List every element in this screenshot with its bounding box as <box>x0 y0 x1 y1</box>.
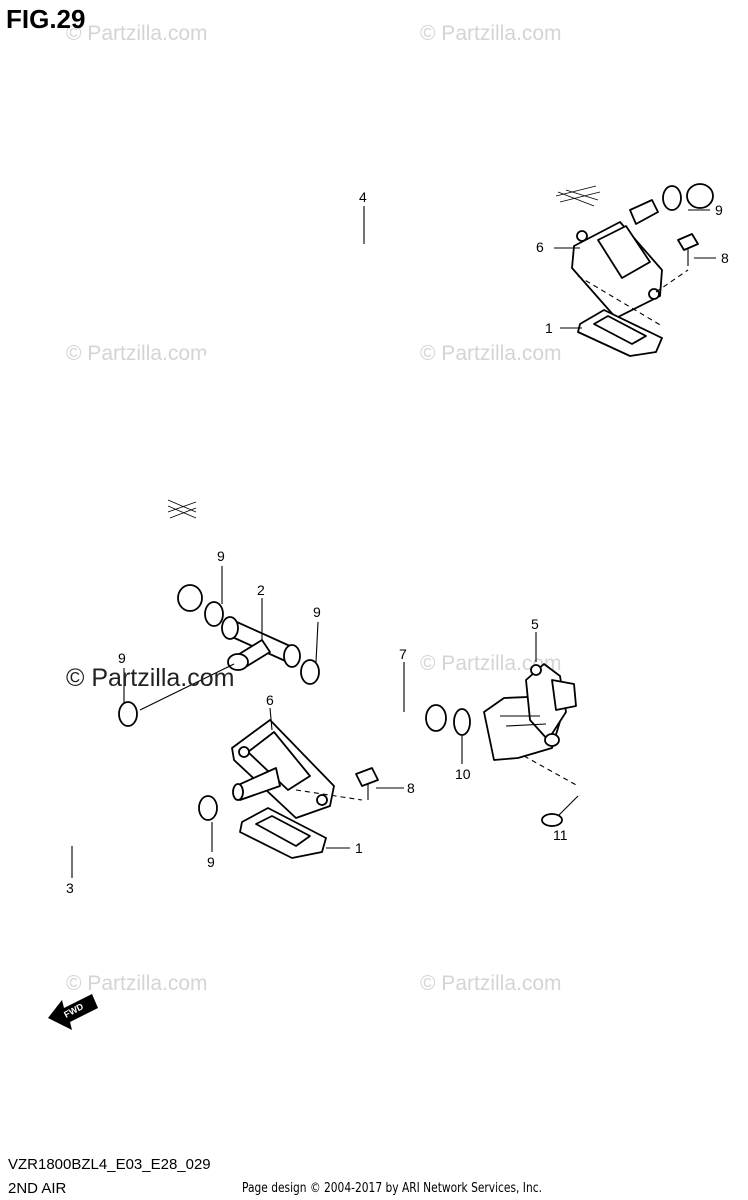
callout-9: 9 <box>313 604 321 620</box>
callout-9: 9 <box>715 202 723 218</box>
callout-9: 9 <box>207 854 215 870</box>
watermark: © Partzilla.com <box>66 972 208 995</box>
leader-lines <box>71 206 716 878</box>
gasket-1-upper <box>577 309 663 357</box>
callout-6: 6 <box>266 692 274 708</box>
hose-3 <box>11 721 193 859</box>
bolts <box>355 233 699 827</box>
watermark: © Partzilla.com <box>420 22 562 45</box>
watermark: © Partzilla.com <box>420 342 562 365</box>
callout-9: 9 <box>217 548 225 564</box>
page-credit: Page design © 2004-2017 by ARI Network S… <box>242 1181 542 1196</box>
gasket-1-lower <box>239 807 327 859</box>
model-code: VZR1800BZL4_E03_E28_029 <box>8 1156 211 1173</box>
callout-2: 2 <box>257 582 265 598</box>
callout-1: 1 <box>545 320 553 336</box>
reed-cover-6-upper <box>571 199 663 319</box>
watermark: © Partzilla.com <box>66 22 208 45</box>
callout-9: 9 <box>118 650 126 666</box>
watermark-large: © Partzilla.com <box>66 664 235 692</box>
callout-6: 6 <box>536 239 544 255</box>
callout-5: 5 <box>531 616 539 632</box>
section-name: 2ND AIR <box>8 1180 67 1197</box>
callout-10: 10 <box>455 766 471 782</box>
callout-1: 1 <box>355 840 363 856</box>
t-joint-2 <box>221 616 301 671</box>
figure-title: FIG.29 <box>6 4 86 34</box>
hose-4 <box>145 144 721 612</box>
reed-cover-6-lower <box>231 719 335 819</box>
callout-8: 8 <box>721 250 729 266</box>
watermark: © Partzilla.com <box>420 652 562 675</box>
valve-5 <box>483 663 577 761</box>
callout-7: 7 <box>399 646 407 662</box>
callout-11: 11 <box>553 827 568 843</box>
callout-4: 4 <box>359 189 367 205</box>
clamps <box>118 185 682 821</box>
hose-7 <box>320 672 447 734</box>
callout-8: 8 <box>407 780 415 796</box>
watermark: © Partzilla.com <box>66 342 208 365</box>
fwd-arrow-icon: FWD <box>48 994 98 1030</box>
callout-3: 3 <box>66 880 74 896</box>
watermark: © Partzilla.com <box>420 972 562 995</box>
